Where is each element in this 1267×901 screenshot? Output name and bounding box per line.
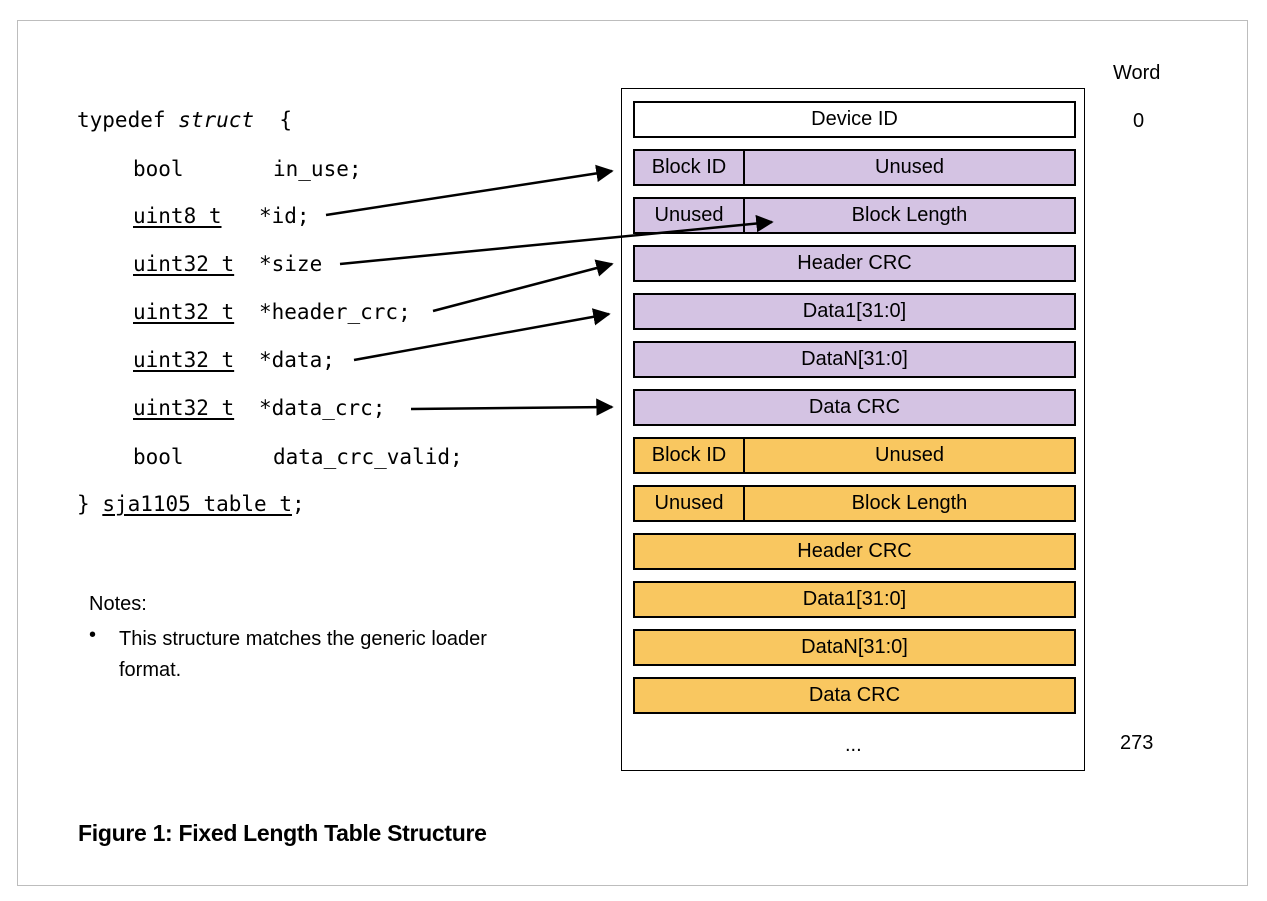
code-type-id: uint8 t (133, 204, 222, 228)
memory-cell-left: Unused (635, 487, 745, 520)
semicolon: ; (291, 492, 305, 516)
code-field-data-crc: *data_crc; (259, 396, 386, 420)
word-header: Word (1113, 62, 1161, 84)
notes-bullet: • (89, 624, 97, 646)
memory-row-5: DataN[31:0] (633, 341, 1076, 378)
arrow-header-crc (432, 259, 614, 313)
memory-cell-right: Unused (875, 156, 944, 178)
code-type-data: uint32 t (133, 348, 235, 372)
memory-row-6: Data CRC (633, 389, 1076, 426)
code-field-id: *id; (259, 204, 310, 228)
arrow-id-to-block-id (325, 164, 614, 217)
memory-row-11: DataN[31:0] (633, 629, 1076, 666)
code-field-in-use: in_use; (273, 157, 362, 181)
memory-row-1: Block ID Unused (633, 149, 1076, 186)
memory-cell-right: Block Length (851, 492, 968, 514)
memory-row-4: Data1[31:0] (633, 293, 1076, 330)
figure-caption: Figure 1: Fixed Length Table Structure (78, 820, 487, 846)
close-brace: } (77, 492, 90, 516)
memory-cell: DataN[31:0] (801, 348, 908, 370)
memory-row-0: Device ID (633, 101, 1076, 138)
arrow-size-to-block-length (339, 214, 774, 266)
code-type-in-use: bool (133, 157, 184, 181)
code-type-header-crc: uint32 t (133, 300, 235, 324)
memory-cell-left: Block ID (635, 151, 745, 184)
memory-cell: Device ID (811, 108, 898, 130)
code-field-size: *size (259, 252, 323, 276)
ellipsis: ... (845, 734, 862, 756)
struct-type-name: sja1105 table t (102, 492, 292, 516)
memory-cell: Header CRC (797, 540, 912, 562)
memory-row-3: Header CRC (633, 245, 1076, 282)
memory-cell: Data CRC (808, 396, 901, 418)
code-field-data: *data; (259, 348, 335, 372)
code-line-close: } sja1105 table t; (77, 492, 305, 516)
code-type-data-crc-valid: bool (133, 445, 184, 469)
memory-row-9: Header CRC (633, 533, 1076, 570)
struct-keyword: struct (178, 108, 255, 132)
table-container (621, 88, 1085, 771)
memory-cell: Data1[31:0] (802, 300, 907, 322)
memory-cell-right: Unused (875, 444, 944, 466)
memory-cell-left: Block ID (635, 439, 745, 472)
open-brace: { (279, 108, 292, 132)
code-type-size: uint32 t (133, 252, 235, 276)
word-start: 0 (1133, 110, 1145, 132)
memory-row-12: Data CRC (633, 677, 1076, 714)
memory-row-7: Block ID Unused (633, 437, 1076, 474)
memory-cell: DataN[31:0] (801, 636, 908, 658)
code-field-header-crc: *header_crc; (259, 300, 411, 324)
code-type-data-crc: uint32 t (133, 396, 235, 420)
memory-cell: Data1[31:0] (802, 588, 907, 610)
memory-row-10: Data1[31:0] (633, 581, 1076, 618)
code-field-data-crc-valid: data_crc_valid; (273, 445, 463, 469)
memory-cell-right: Block Length (851, 204, 968, 226)
memory-cell: Data CRC (808, 684, 901, 706)
typedef-keyword: typedef (77, 108, 166, 132)
word-end: 273 (1120, 732, 1154, 754)
memory-row-8: Unused Block Length (633, 485, 1076, 522)
arrow-data-crc (410, 398, 614, 416)
arrow-data (353, 308, 611, 362)
notes-title: Notes: (89, 593, 147, 615)
code-line-typedef: typedef struct { (77, 108, 292, 132)
notes-text: This structure matches the generic loade… (119, 628, 487, 681)
memory-cell: Header CRC (797, 252, 912, 274)
memory-cell-left: Unused (635, 199, 745, 232)
figure-frame (17, 20, 1248, 886)
